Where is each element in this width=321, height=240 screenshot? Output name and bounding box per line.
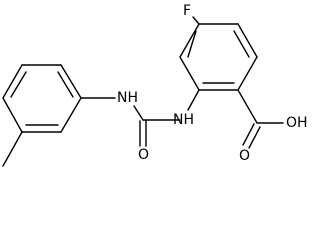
tolyl-ring-bond [60, 97, 82, 133]
tolyl-ring-double-bond [57, 71, 74, 98]
nitrogen-carbonyl-bond [133, 105, 144, 121]
benzoic-ring-double-bond [233, 30, 250, 58]
benzoic-ring-bond [237, 56, 258, 91]
carboxyl-carbonyl-double-bond [248, 126, 261, 149]
tolyl-ring-bond [2, 64, 23, 99]
bond-lines [2, 16, 284, 167]
carboxyl-oxygen-label: O [239, 148, 250, 164]
fluorine-label: F [183, 3, 191, 19]
tolyl-ring-bond [2, 97, 23, 133]
benzoic-ring-bond [237, 23, 258, 58]
methyl-bond [2, 131, 23, 167]
fluorine-bond [192, 16, 200, 25]
amine-left-label: NH [117, 90, 138, 106]
tolyl-ring-bond [60, 64, 82, 99]
amine-right-label: NH [173, 112, 194, 128]
tolyl-ring-double-bond [10, 71, 27, 98]
benzoic-ring-bond [179, 23, 200, 58]
nitrogen-aryl-bond [187, 89, 200, 111]
benzoic-ring-bond [179, 56, 200, 91]
chemical-structure: F NH NH O O OH [2, 3, 308, 167]
benzoic-ring-double-bond [187, 30, 197, 58]
carboxyl-carbonyl-double-bond [242, 123, 255, 146]
urea-oxygen-label: O [138, 147, 149, 163]
hydroxyl-label: OH [286, 115, 308, 131]
carboxyl-bond [237, 89, 258, 124]
